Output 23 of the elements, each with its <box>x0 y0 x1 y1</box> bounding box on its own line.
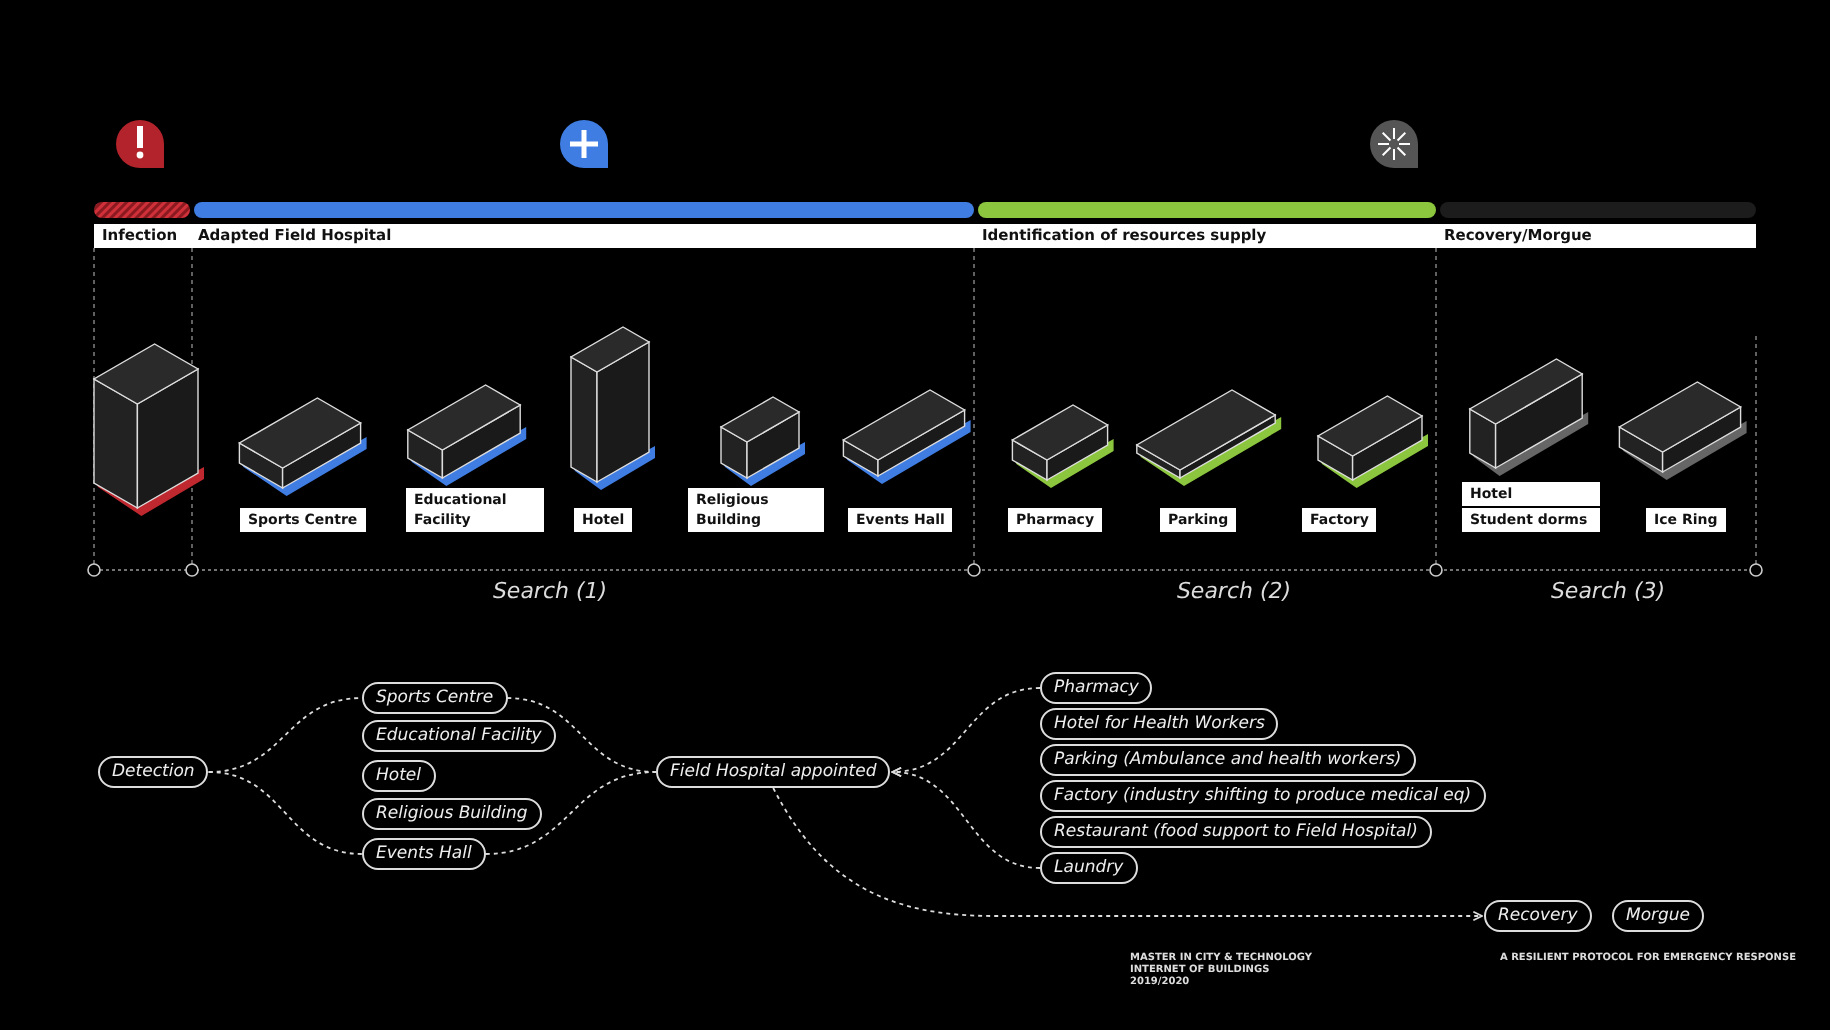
step-pill: Laundry <box>1040 852 1138 884</box>
step-pill: Restaurant (food support to Field Hospital) <box>1040 816 1432 848</box>
step-pill: Parking (Ambulance and health workers) <box>1040 744 1416 776</box>
step-pill: Factory (industry shifting to produce medical eq) <box>1040 780 1486 812</box>
phase-caption: Search (1) <box>492 578 608 604</box>
step-pill: Events Hall <box>362 838 486 870</box>
phase-caption: Search (3) <box>1550 578 1666 604</box>
connector <box>891 767 1041 869</box>
step-pill: Sports Centre <box>362 682 508 714</box>
step-pill: Religious Building <box>362 798 542 830</box>
connector <box>484 771 657 855</box>
connector <box>207 771 363 855</box>
step-pill: Detection <box>98 756 209 788</box>
step-pill: Hotel for Health Workers <box>1040 708 1279 740</box>
phase-caption: Search (2) <box>1176 578 1292 604</box>
connector <box>772 787 1483 922</box>
step-pill: Recovery <box>1484 900 1592 932</box>
step-pill: Morgue <box>1612 900 1705 932</box>
connector <box>506 697 657 773</box>
step-pill: Educational Facility <box>362 720 556 752</box>
step-pill: Field Hospital appointed <box>656 756 891 788</box>
step-pill: Hotel <box>362 760 436 792</box>
step-pill: Pharmacy <box>1040 672 1153 704</box>
